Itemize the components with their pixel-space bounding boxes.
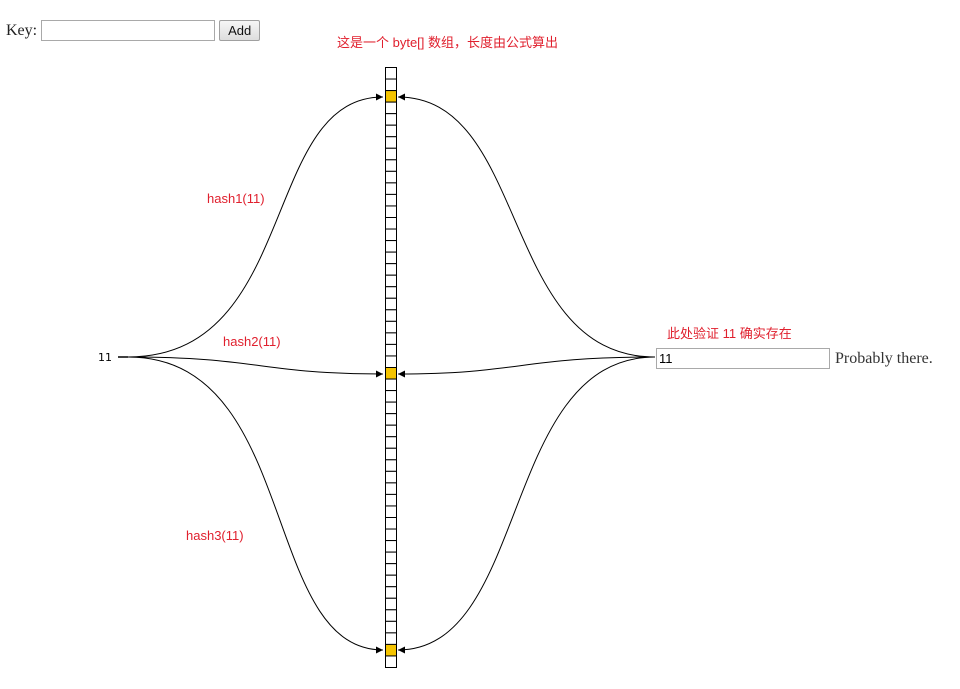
source-key-label: 11 [98, 351, 112, 364]
array-cell [385, 436, 397, 449]
array-cell [385, 297, 397, 311]
array-cell [385, 574, 397, 588]
array-cell [385, 563, 397, 576]
hash3-arrow [127, 356, 384, 654]
array-cell [385, 170, 397, 184]
check2-arrow [397, 356, 656, 378]
array-cell [385, 655, 397, 669]
array-cell [385, 309, 397, 322]
key-label: Key: [6, 21, 38, 39]
array-cell [385, 320, 397, 334]
array-cell [385, 113, 397, 126]
key-input[interactable] [41, 20, 216, 41]
array-cell [385, 251, 397, 265]
array-cell [385, 67, 397, 80]
array-cell [385, 159, 397, 172]
array-cell [385, 609, 397, 622]
array-cell [385, 193, 397, 207]
array-cell [385, 355, 397, 369]
hash2-label: hash2(11) [223, 334, 281, 349]
array-cell [385, 124, 397, 138]
hash1-arrow [127, 93, 384, 358]
array-cell [385, 493, 397, 507]
array-cell [385, 505, 397, 519]
array-cell [385, 263, 397, 276]
array-cell [385, 286, 397, 299]
add-key-form: Key: Add [6, 20, 261, 41]
array-title: 这是一个 byte[] 数组，长度由公式算出 [337, 35, 558, 50]
array-cell [385, 482, 397, 495]
array-cell [385, 632, 397, 645]
array-cell [385, 413, 397, 426]
array-cell [385, 136, 397, 149]
check-result: Probably there. [835, 349, 933, 367]
check3-arrow [397, 356, 656, 654]
array-cell [385, 528, 397, 542]
array-cell [385, 586, 397, 599]
array-cell [385, 101, 397, 115]
array-cell [385, 228, 397, 242]
array-cell [385, 447, 397, 461]
array-cell-set [385, 367, 397, 380]
array-cell [385, 378, 397, 392]
array-cell [385, 597, 397, 611]
array-cell [385, 401, 397, 415]
array-cell [385, 459, 397, 472]
array-cell [385, 390, 397, 403]
check-input[interactable] [656, 348, 830, 369]
array-cell-set [385, 643, 397, 657]
array-cell [385, 470, 397, 484]
array-cell [385, 620, 397, 634]
hash2-arrow [127, 356, 384, 378]
array-cell [385, 332, 397, 345]
array-cell [385, 78, 397, 92]
array-cell [385, 343, 397, 357]
array-cell [385, 540, 397, 553]
check-form: Probably there. [656, 348, 933, 369]
array-cell [385, 517, 397, 530]
check-annotation: 此处验证 11 确实存在 [667, 326, 792, 341]
array-cell [385, 205, 397, 218]
array-cell [385, 551, 397, 565]
add-button[interactable]: Add [219, 20, 261, 41]
hash3-label: hash3(11) [186, 528, 244, 543]
array-cell [385, 182, 397, 195]
array-cell [385, 274, 397, 288]
byte-array [385, 67, 397, 669]
array-cell-set [385, 90, 397, 103]
check1-arrow [397, 93, 656, 358]
hash1-label: hash1(11) [207, 191, 265, 206]
array-cell [385, 147, 397, 161]
array-cell [385, 217, 397, 230]
array-cell [385, 240, 397, 253]
array-cell [385, 424, 397, 438]
